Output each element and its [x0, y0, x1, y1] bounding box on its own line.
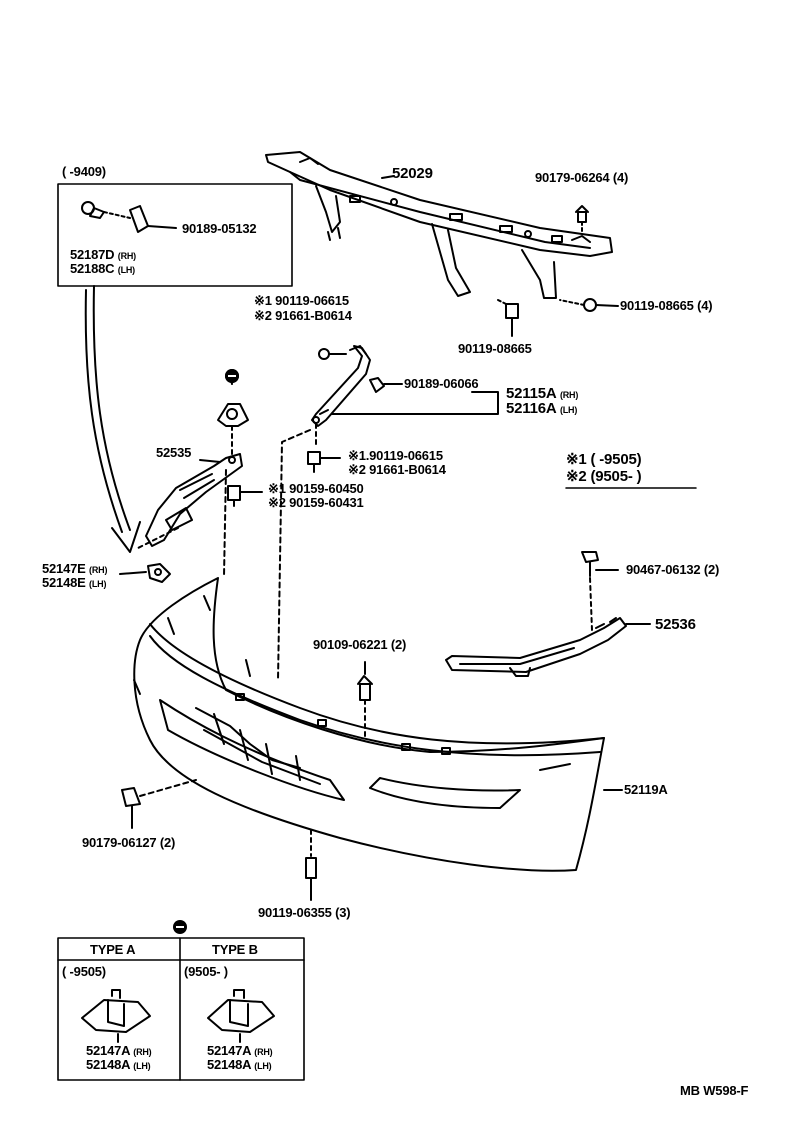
nut-icon [207, 989, 275, 1043]
part-label: 90119-06355 (3) [258, 905, 351, 920]
stay-icon [311, 345, 403, 427]
note-label: ※2 91661-B0614 [348, 462, 446, 477]
legend-item: ※1 ( -9505) [566, 451, 642, 468]
retainer-icon [119, 563, 171, 583]
note-label: ※1.90119-06615 [348, 448, 443, 463]
part-label: 52535 [156, 445, 192, 460]
part-label: 52148E (LH) [42, 575, 107, 590]
bolt-icon [307, 451, 341, 473]
bumper-cover-52119A [133, 577, 623, 872]
type-b-title: TYPE B [212, 942, 258, 957]
part-label: 90109-06221 (2) [313, 637, 407, 652]
range-label: (9505- ) [184, 964, 228, 979]
note-label: ※1 90119-06615 [254, 293, 349, 308]
bolt-icon [559, 298, 619, 312]
part-label: 52148A (LH) [207, 1057, 272, 1072]
part-label: 90179-06264 (4) [535, 170, 629, 185]
bolt-icon [227, 485, 263, 507]
part-label: 90189-06066 [404, 376, 479, 391]
part-label: 52116A (LH) [506, 400, 578, 417]
nut-icon [81, 989, 151, 1043]
part-label: 52119A [624, 782, 668, 797]
bolt-icon [357, 661, 373, 741]
bolt-icon [575, 205, 589, 233]
diagram-code: MB W598-F [680, 1083, 749, 1098]
part-label: 90179-06127 (2) [82, 835, 176, 850]
note-label: ※2 91661-B0614 [254, 308, 352, 323]
legend-item: ※2 (9505- ) [566, 468, 642, 485]
retainer-icon [81, 201, 177, 233]
symbol-marker-icon [225, 369, 239, 383]
part-label: 52115A (RH) [506, 385, 579, 402]
part-label: 90119-08665 [458, 341, 532, 356]
symbol-marker-icon [173, 920, 187, 934]
bracket-icon [145, 453, 243, 547]
part-label: 52147A (RH) [207, 1043, 273, 1058]
upper-support-52029 [265, 151, 613, 299]
note-label: ※2 90159-60431 [268, 495, 364, 510]
part-label: 52148A (LH) [86, 1057, 151, 1072]
part-label: 52147A (RH) [86, 1043, 152, 1058]
type-a-title: TYPE A [90, 942, 136, 957]
nut-icon [121, 779, 197, 829]
clip-icon [581, 551, 619, 631]
bolt-icon [305, 829, 317, 901]
part-label: 90467-06132 (2) [626, 562, 720, 577]
note-label: ※1 90159-60450 [268, 481, 364, 496]
part-label: 52188C (LH) [70, 261, 135, 276]
part-label: 90119-08665 (4) [620, 298, 713, 313]
range-label: ( -9409) [62, 164, 106, 179]
part-label: 90189-05132 [182, 221, 257, 236]
range-label: ( -9505) [62, 964, 106, 979]
part-label: 52029 [392, 165, 433, 182]
bolt-icon [497, 299, 519, 337]
part-label: 52536 [655, 616, 696, 633]
part-label: 52187D (RH) [70, 247, 136, 262]
bracket-icon [445, 617, 651, 677]
part-label: 52147E (RH) [42, 561, 108, 576]
